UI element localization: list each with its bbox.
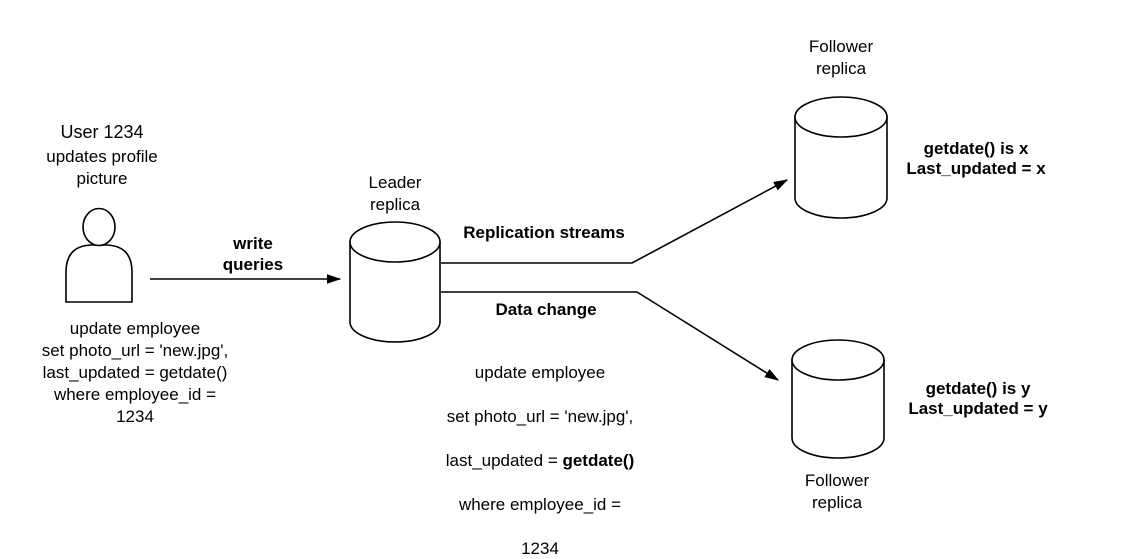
write-queries-label: write queries <box>222 234 284 274</box>
data-change-arrow <box>441 291 780 381</box>
leader-cylinder-icon <box>349 221 441 343</box>
follower-top-label: Follower replica <box>808 37 874 78</box>
replication-streams-label: Replication streams <box>463 223 625 242</box>
follower-bottom-result: getdate() is y Last_updated = y <box>908 379 1048 418</box>
follower-top-cylinder-icon <box>794 96 888 219</box>
follower-bottom-cylinder-icon <box>791 339 885 459</box>
data-change-label: Data change <box>495 300 597 319</box>
sql-line-2: set photo_url = 'new.jpg', <box>446 407 634 426</box>
user-icon <box>65 207 133 303</box>
user-title: User 1234 <box>60 122 144 142</box>
leader-replica-label: Leader replica <box>368 173 422 214</box>
follower-top-result: getdate() is x Last_updated = x <box>906 139 1046 178</box>
sql-line-5: 1234 <box>521 539 559 558</box>
follower-bottom-label: Follower replica <box>804 471 870 512</box>
sql-line-3: last_updated = getdate() <box>408 450 672 472</box>
sql-line-3-getdate: getdate() <box>562 451 635 470</box>
user-sql-query: update employee set photo_url = 'new.jpg… <box>41 319 229 426</box>
sql-line-3-prefix: last_updated = <box>445 451 563 470</box>
replication-stream-arrow <box>441 179 789 264</box>
user-subtitle: updates profile picture <box>46 147 158 188</box>
data-change-sql-query: update employee set photo_url = 'new.jpg… <box>408 340 672 559</box>
sql-line-4: where employee_id = <box>458 495 622 514</box>
sql-line-1: update employee <box>474 363 606 382</box>
